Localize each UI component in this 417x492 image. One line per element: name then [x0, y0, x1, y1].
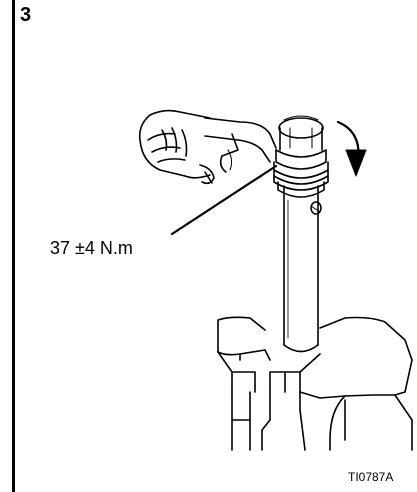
frame-border [12, 0, 15, 492]
figure-code: TI0787A [348, 470, 394, 484]
wrench-icon [204, 117, 277, 173]
vise-base [217, 316, 413, 451]
step-number: 3 [20, 4, 32, 26]
torque-spec-label: 37 ±4 N.m [50, 238, 133, 258]
frame-corner [12, 0, 15, 3]
leader-line [170, 164, 278, 236]
hand-icon [138, 109, 215, 185]
fitting-nut [273, 115, 329, 198]
clockwise-arrow-icon [336, 120, 367, 177]
tube-body [283, 185, 322, 353]
